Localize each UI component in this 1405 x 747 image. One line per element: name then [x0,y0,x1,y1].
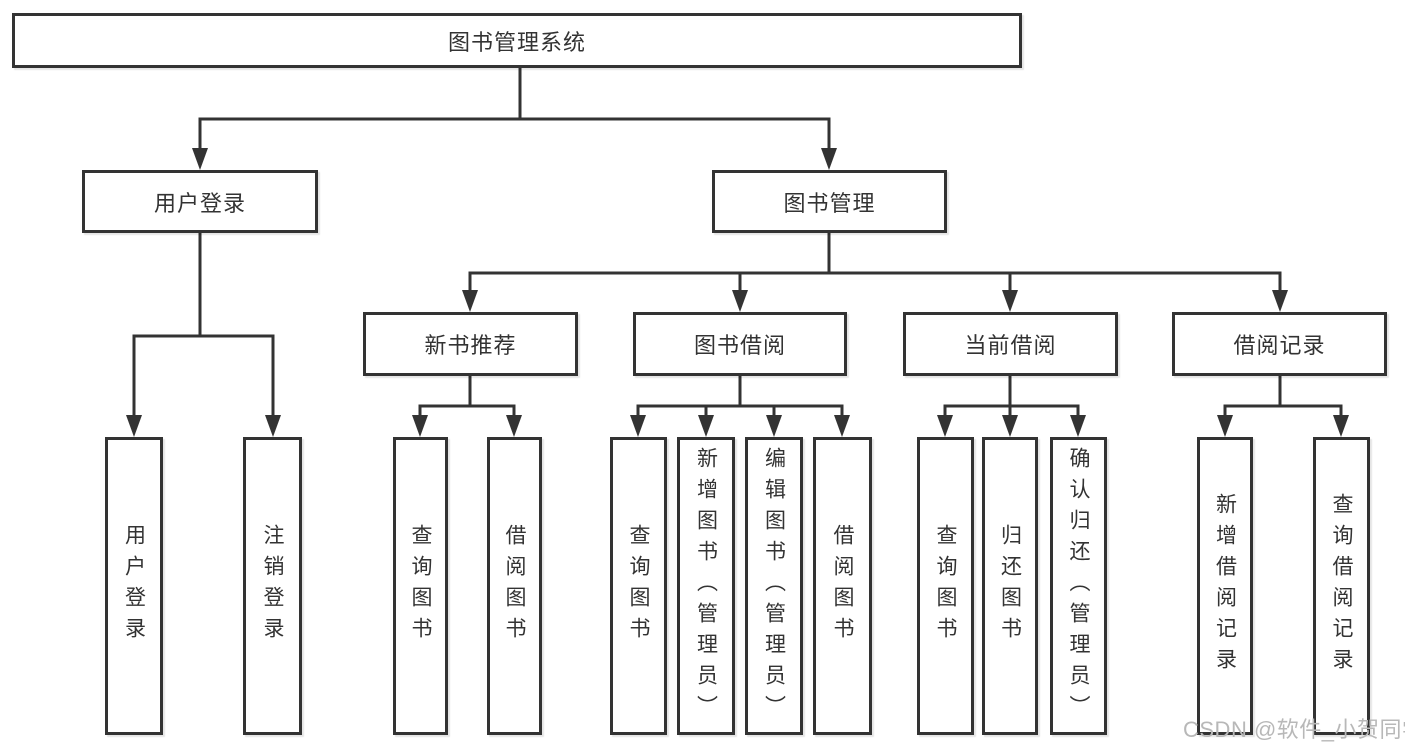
leaf-add-book-admin: 新增图书（管理员） [677,437,735,735]
arrowhead [1217,415,1233,437]
arrowhead [1333,415,1349,437]
node-label: 借阅记录 [1233,333,1326,358]
leaf-query-books-borrowing: 查询图书 [610,437,667,735]
leaf-add-borrow-record: 新增借阅记录 [1197,437,1253,735]
node-label: 注销登录 [261,524,285,648]
node-label: 图书借阅 [693,333,786,358]
node-label: 确认归还（管理员） [1067,446,1091,726]
arrowhead [766,415,782,437]
node-book-management: 图书管理 [712,170,947,233]
node-label: 用户登录 [153,190,246,216]
node-label: 新增借阅记录 [1213,493,1237,679]
arrowhead [937,415,953,437]
csdn-watermark: CSDN @软件_小贺同学 [1183,717,1405,742]
leaf-confirm-return-admin: 确认归还（管理员） [1050,437,1107,735]
leaf-query-borrow-record: 查询借阅记录 [1313,437,1370,735]
leaf-logout: 注销登录 [243,437,302,735]
node-label: 借阅图书 [503,524,527,648]
arrowhead [192,148,208,170]
leaf-edit-book-admin: 编辑图书（管理员） [745,437,803,735]
node-label: 图书管理 [783,190,876,216]
leaf-return-book: 归还图书 [982,437,1038,735]
arrowhead [265,415,281,437]
arrowhead [732,290,748,312]
node-label: 查询图书 [627,524,651,648]
node-label: 查询图书 [934,524,958,648]
arrowhead [834,415,850,437]
arrowhead [698,415,714,437]
node-label: 查询借阅记录 [1330,493,1354,679]
node-label: 新书推荐 [424,333,517,358]
arrowhead [1002,415,1018,437]
node-label: 新增图书（管理员） [694,446,718,726]
arrowhead [126,415,142,437]
arrowhead [821,148,837,170]
node-user-login: 用户登录 [82,170,318,233]
leaf-query-books-recommend: 查询图书 [393,437,448,735]
node-current-borrowing: 当前借阅 [903,312,1118,376]
arrowhead [412,415,428,437]
node-label: 当前借阅 [964,333,1057,358]
arrowhead [1070,415,1086,437]
node-label: 归还图书 [998,524,1022,648]
node-label: 编辑图书（管理员） [762,446,786,726]
node-label: 用户登录 [122,524,146,648]
node-label: 借阅图书 [831,524,855,648]
arrowhead [462,290,478,312]
arrowhead [1002,290,1018,312]
leaf-user-login: 用户登录 [105,437,163,735]
node-borrowing-records: 借阅记录 [1172,312,1387,376]
arrowhead [1272,290,1288,312]
leaf-query-books-current: 查询图书 [917,437,974,735]
node-label: 图书管理系统 [447,29,586,55]
node-label: 查询图书 [409,524,433,648]
arrowhead [506,415,522,437]
node-new-book-recommendation: 新书推荐 [363,312,578,376]
node-library-system: 图书管理系统 [12,13,1022,68]
leaf-borrow-books-borrowing: 借阅图书 [813,437,872,735]
node-book-borrowing: 图书借阅 [633,312,847,376]
arrowhead [630,415,646,437]
leaf-borrow-books-recommend: 借阅图书 [487,437,542,735]
